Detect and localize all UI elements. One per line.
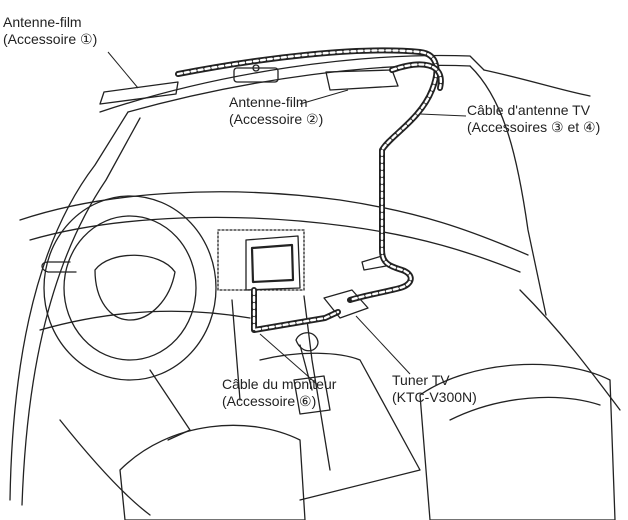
leader-tuner [355,315,411,375]
film-antenna-1 [99,81,179,105]
label-film-antenna-1-note: (Accessoire ①) [3,31,98,47]
leader-cable [419,113,467,117]
seat-right [419,363,616,520]
steering-column [149,369,191,441]
label-film-antenna-2-name: Antenne-film [229,94,308,110]
console-left [231,299,241,401]
steering-wheel-inner [63,215,197,361]
rear-view-mirror [233,67,279,83]
steering-wheel-outer [43,195,217,381]
monitor-screen [250,243,295,284]
label-tv-tuner: Tuner TV (KTC-V300N) [392,372,477,406]
door-line [519,289,621,411]
seat-right-bolster [449,396,601,421]
center-console [259,352,421,501]
gear-shifter [295,332,319,391]
film-antenna-2 [325,69,399,91]
label-tv-tuner-note: (KTC-V300N) [392,389,477,405]
label-film-antenna-2: Antenne-film (Accessoire ②) [229,94,323,128]
leader-film-2 [299,89,349,105]
a-pillar-left [9,111,129,501]
label-monitor-cable: Câble du moniteur (Accessoire ⑥) [222,376,336,410]
floor-line [59,419,151,516]
a-pillar-inner [21,117,141,506]
monitor-cable [251,287,341,333]
label-tv-antenna-cable-name: Câble d'antenne TV [467,102,591,118]
label-monitor-cable-note: (Accessoire ⑥) [222,393,317,409]
dashboard-edge [29,216,521,273]
tv-antenna-cable [175,47,440,303]
console-right [303,295,331,471]
right-pillar [469,65,547,316]
right-door-top [483,69,591,97]
seat-left [119,424,306,520]
label-tv-antenna-cable: Câble d'antenne TV (Accessoires ③ et ④) [467,102,600,136]
label-film-antenna-1-name: Antenne-film [3,14,82,30]
label-film-antenna-2-note: (Accessoire ②) [229,111,324,127]
label-tv-antenna-cable-note: (Accessoires ③ et ④) [467,119,601,135]
mirror-mount [252,64,260,72]
gear-slot [293,375,331,415]
leader-monitor [259,333,319,386]
steering-hub [94,254,176,321]
wiper-stalk [41,261,77,273]
label-monitor-cable-name: Câble du moniteur [222,376,337,392]
leader-film-1 [107,51,139,89]
windshield-roofline [99,54,485,113]
monitor-frame [245,235,301,291]
label-tv-tuner-name: Tuner TV [392,372,450,388]
label-film-antenna-1: Antenne-film (Accessoire ①) [3,14,97,48]
dashboard-lower [39,310,251,331]
